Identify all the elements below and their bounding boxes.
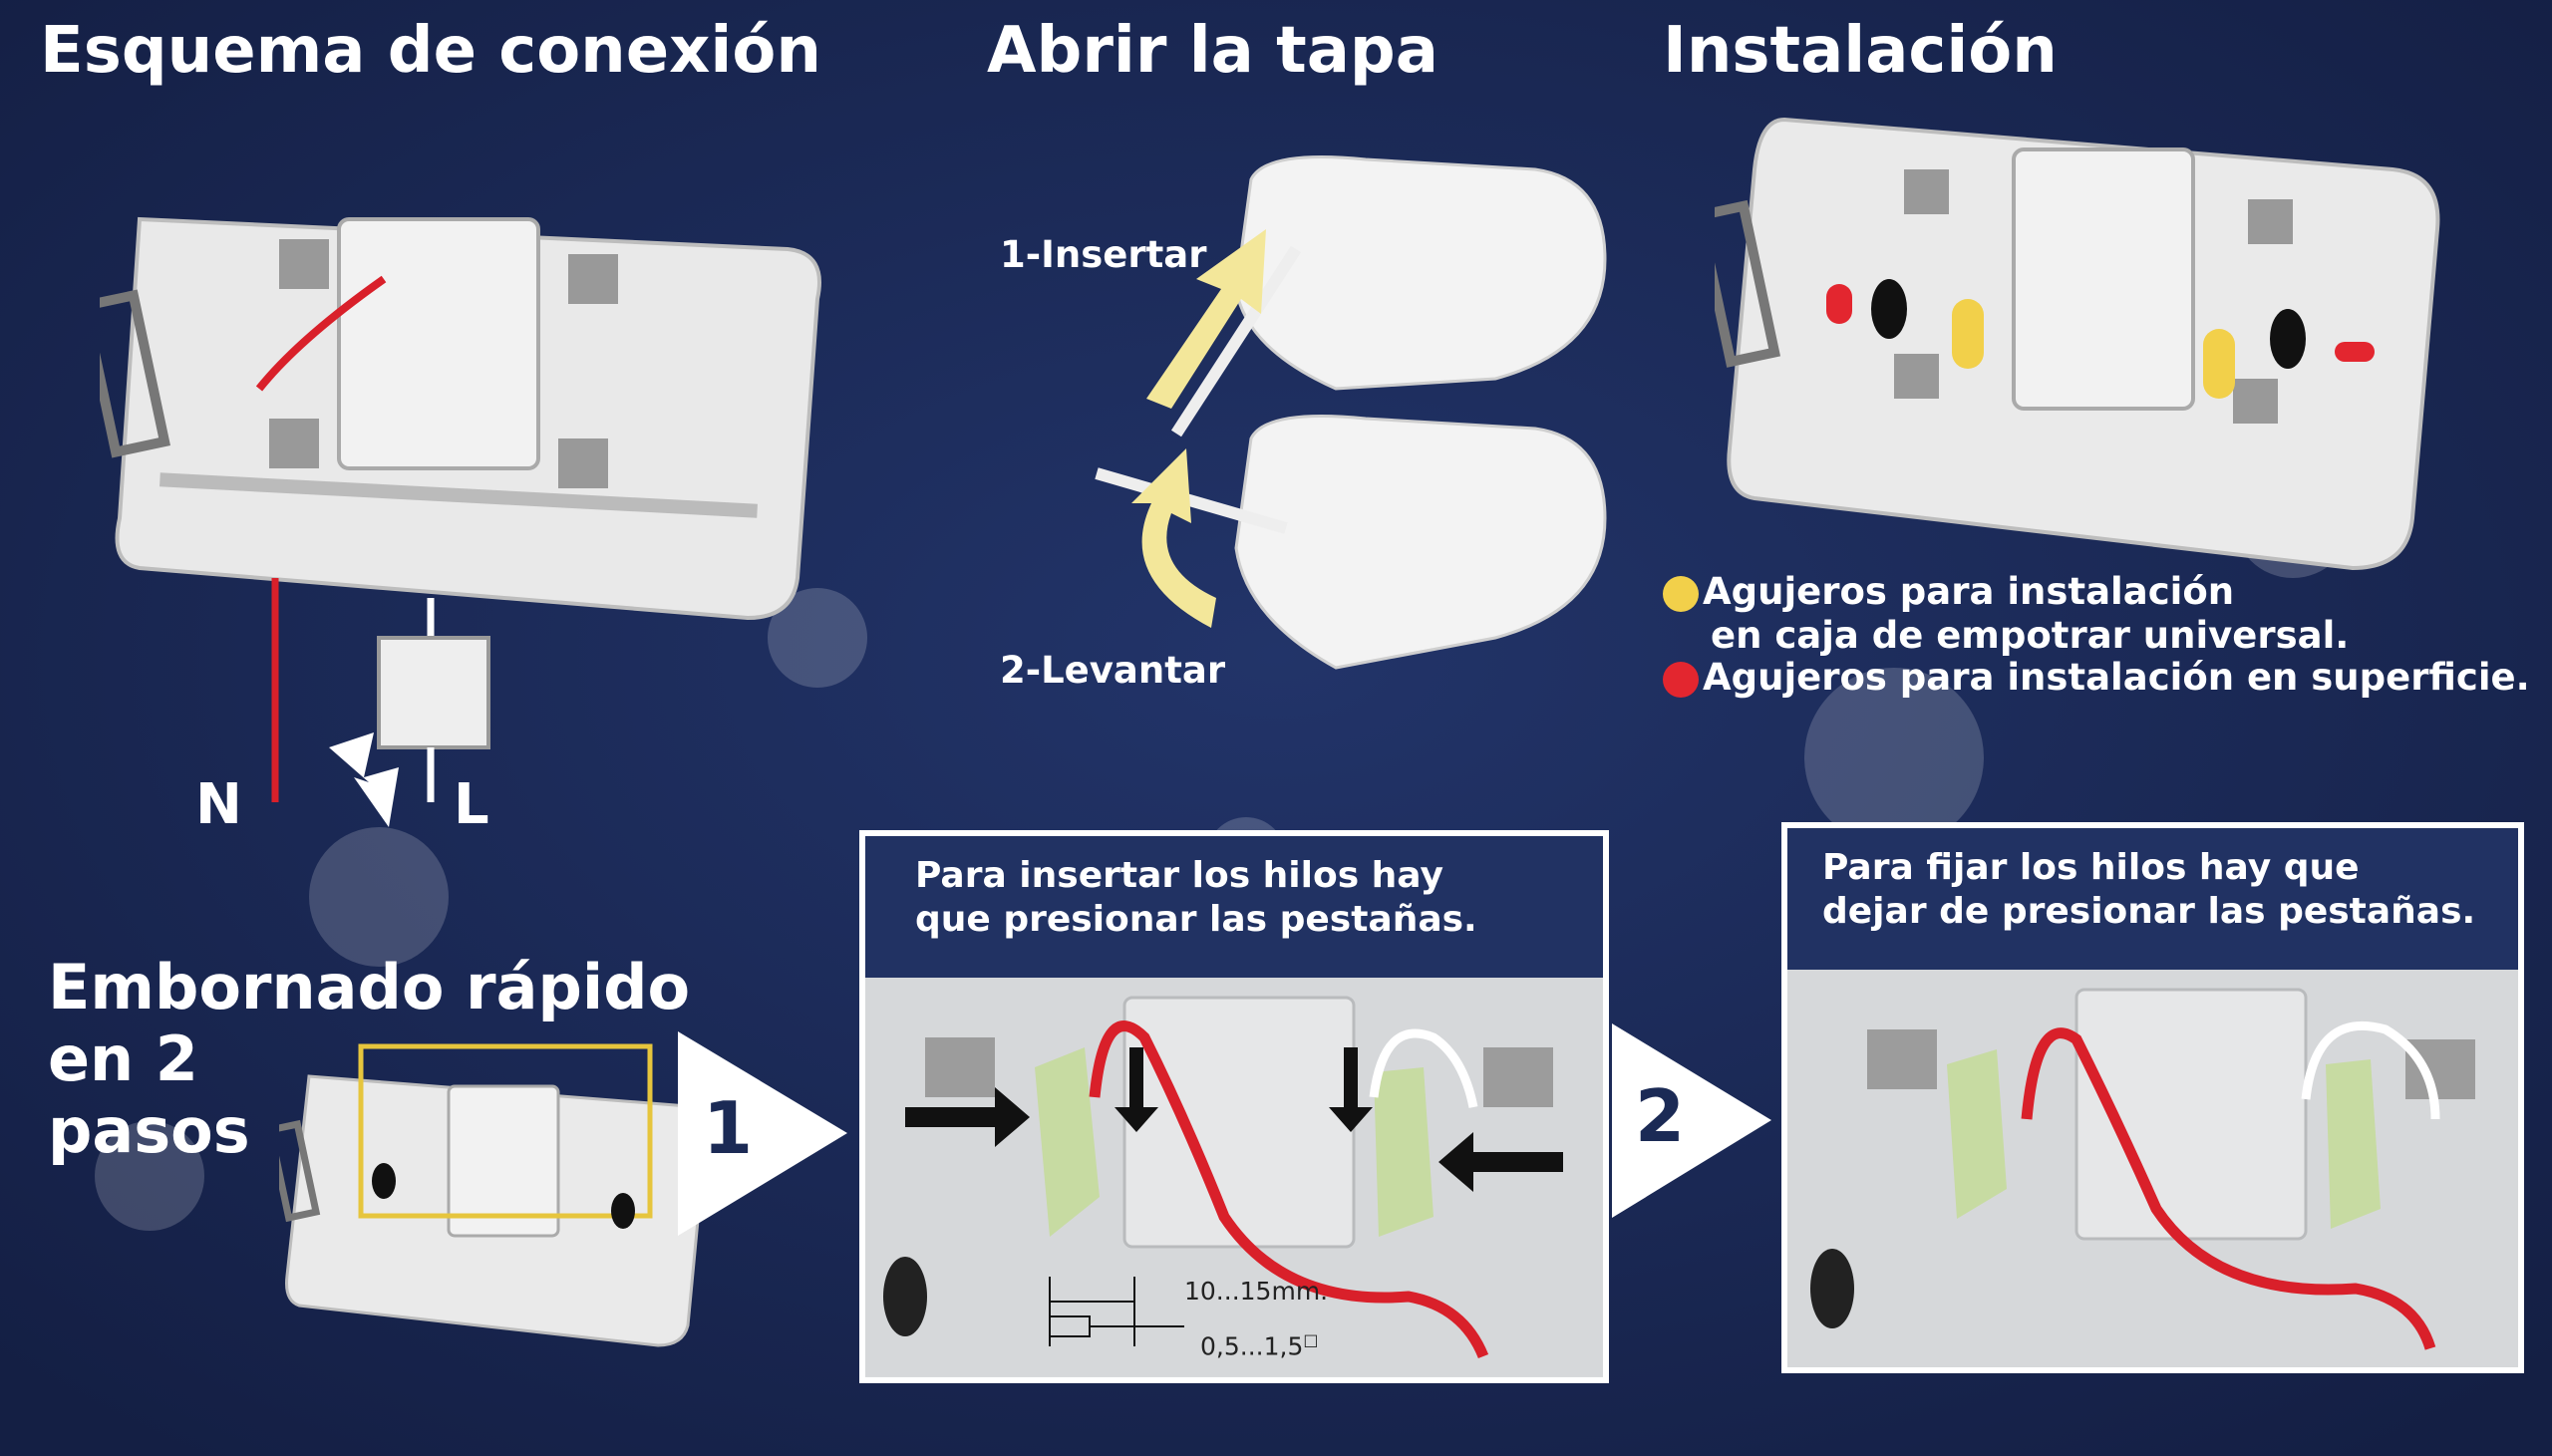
wire-section-value: 0,5...1,5	[1200, 1331, 1304, 1361]
step1-panel: Para insertar los hilos hay que presiona…	[859, 830, 1609, 1383]
step2-terminal-illustration	[1787, 970, 2518, 1367]
step2-caption: Para fijar los hilos hay que dejar de pr…	[1822, 846, 2475, 934]
step1-caption: Para insertar los hilos hay que presiona…	[915, 854, 1477, 942]
step1-arrow-icon	[678, 1031, 847, 1236]
quick-wiring-title: Embornado rápido en 2 pasos	[48, 952, 690, 1167]
legend-red-text: Agujeros para instalación en superficie.	[1703, 656, 2530, 699]
step1-photo	[865, 978, 1603, 1377]
installation-diagram	[1715, 117, 2440, 571]
step1-caption-line1: Para insertar los hilos hay	[915, 855, 1443, 896]
installation-title: Instalación	[1663, 14, 2058, 88]
schema-title: Esquema de conexión	[40, 14, 821, 88]
step2-caption-line2: dejar de presionar las pestañas.	[1822, 891, 2476, 932]
step2-photo	[1787, 970, 2518, 1367]
wire-section-unit: □	[1303, 1330, 1319, 1349]
legend-yellow: Agujeros para instalación en caja de emp…	[1663, 570, 2349, 658]
legend-red: Agujeros para instalación en superficie.	[1663, 656, 2530, 700]
connection-diagram	[100, 216, 821, 827]
lift-step-label: 2-Levantar	[1000, 649, 1226, 692]
strip-length-label: 10...15mm.	[1184, 1277, 1329, 1306]
step2-number: 2	[1635, 1074, 1686, 1158]
step1-number: 1	[703, 1086, 754, 1170]
quick-title-line2: en 2	[48, 1022, 198, 1095]
open-cover-diagram	[1095, 155, 1607, 670]
quick-title-line3: pasos	[48, 1094, 250, 1167]
live-label: L	[454, 772, 489, 837]
small-switch-diagram	[279, 1043, 708, 1347]
step1-caption-line2: que presionar las pestañas.	[915, 899, 1477, 940]
quick-title-line1: Embornado rápido	[48, 951, 691, 1023]
step2-panel: Para fijar los hilos hay que dejar de pr…	[1781, 822, 2524, 1373]
step1-terminal-illustration	[865, 978, 1603, 1376]
yellow-dot-icon	[1663, 575, 1699, 612]
step2-caption-line1: Para fijar los hilos hay que	[1822, 847, 2360, 888]
wire-section-label: 0,5...1,5□	[1200, 1330, 1318, 1360]
legend-yellow-line2: en caja de empotrar universal.	[1711, 614, 2350, 657]
step2-arrow-icon	[1612, 1023, 1771, 1218]
legend-yellow-line1: Agujeros para instalación	[1703, 570, 2235, 613]
neutral-label: N	[195, 772, 242, 837]
open-cover-title: Abrir la tapa	[987, 14, 1438, 88]
red-dot-icon	[1663, 661, 1699, 698]
insert-step-label: 1-Insertar	[1000, 233, 1207, 276]
